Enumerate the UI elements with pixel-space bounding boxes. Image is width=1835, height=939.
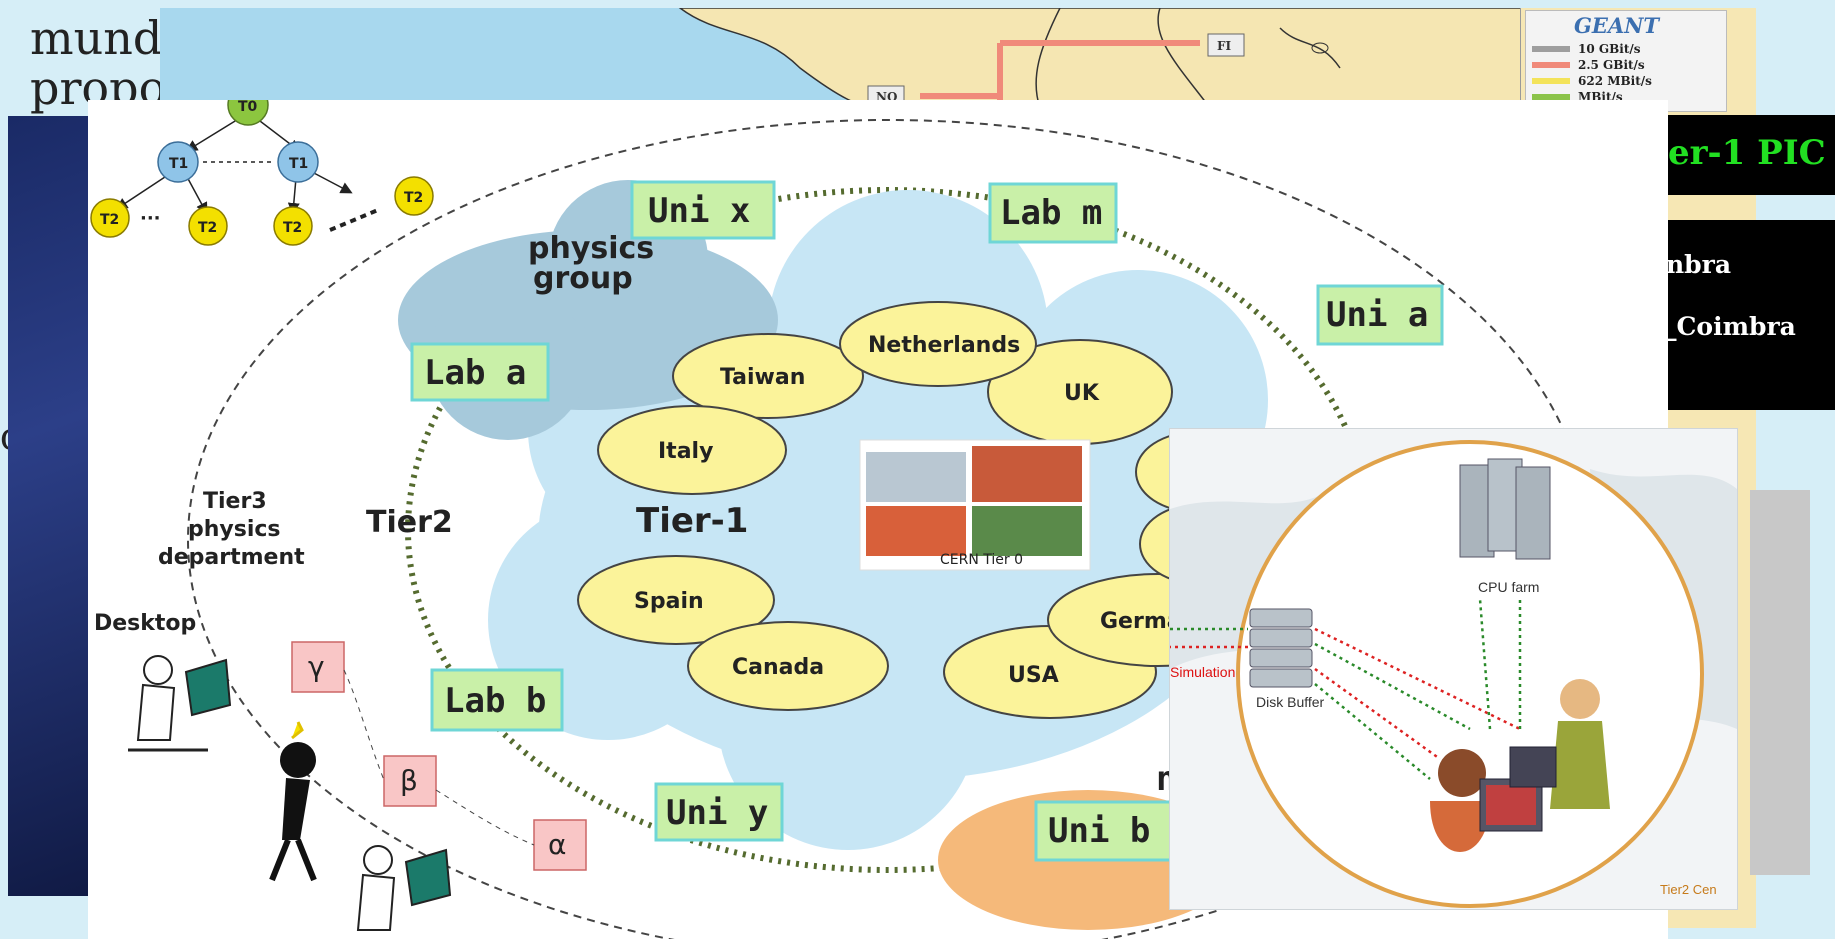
tier3-label-1: Tier3 bbox=[203, 489, 267, 514]
box-gamma bbox=[291, 641, 345, 693]
box-uni-x-label: Uni x bbox=[648, 191, 750, 231]
tier3-label-3: department bbox=[158, 545, 305, 570]
geant-legend-item: 622 MBit/s bbox=[1532, 73, 1652, 89]
node-t0 bbox=[227, 100, 269, 126]
node-t2-2-label: T2 bbox=[198, 220, 217, 236]
cern-tier0-label: CERN Tier 0 bbox=[940, 552, 1023, 568]
node-t2-3-label: T2 bbox=[283, 220, 302, 236]
europe-map-shape: FI NO bbox=[678, 8, 1720, 108]
box-lab-m bbox=[988, 182, 1118, 244]
cpu-farm-label: CPU farm bbox=[1478, 579, 1539, 595]
node-t2-3 bbox=[273, 206, 313, 246]
node-t1-left-label: T1 bbox=[169, 156, 188, 172]
tier3-label-2: physics bbox=[188, 517, 281, 542]
node-t1-right-label: T1 bbox=[289, 156, 308, 172]
node-t2-1 bbox=[90, 198, 130, 238]
country-italy bbox=[597, 405, 787, 495]
geant-legend-swatch bbox=[1532, 62, 1570, 68]
box-beta bbox=[383, 755, 437, 807]
desktop-user-figure bbox=[128, 655, 232, 752]
box-uni-b-label: Uni b bbox=[1048, 811, 1150, 851]
box-uni-x bbox=[630, 180, 776, 240]
lab-boxes: Uni x Lab m Uni a Lab a Lab b Uni y Uni … bbox=[410, 180, 1444, 862]
geant-legend-title: GEANT bbox=[1574, 13, 1660, 38]
node-t2-1-label: T2 bbox=[100, 212, 119, 228]
node-t2-4-label: T2 bbox=[404, 190, 423, 206]
disk-buffer-label: Disk Buffer bbox=[1256, 694, 1325, 710]
box-uni-y bbox=[654, 782, 784, 842]
map-label-fi: FI bbox=[1217, 39, 1232, 53]
node-t1-left bbox=[157, 141, 199, 183]
box-lab-m-label: Lab m bbox=[1000, 193, 1102, 233]
country-taiwan-label: Taiwan bbox=[720, 365, 805, 390]
node-t0-label: T0 bbox=[238, 100, 258, 115]
geant-legend-item: 2.5 GBit/s bbox=[1532, 57, 1652, 73]
country-netherlands bbox=[839, 301, 1037, 387]
tier2-label: Tier2 bbox=[366, 505, 453, 540]
tier1-pic-box: er-1 PIC bbox=[1660, 115, 1835, 195]
box-uni-a bbox=[1316, 284, 1444, 346]
desktop-label: Desktop bbox=[94, 611, 196, 636]
node-t2-2 bbox=[188, 206, 228, 246]
country-taiwan bbox=[672, 333, 864, 419]
desktop-user-figure-2 bbox=[356, 845, 452, 931]
coimbra-box: nbra _Coimbra bbox=[1660, 220, 1835, 410]
geant-legend-item: 10 GBit/s bbox=[1532, 41, 1652, 57]
physics-group-line2: group bbox=[533, 261, 633, 296]
grid-tier-diagram: physics group T0 T1 T1 T2 ··· T2 T2 T2 U… bbox=[88, 100, 1668, 939]
box-beta-label: β bbox=[400, 764, 418, 797]
tier2-center-inset: CPU farm Disk Buffer Simulation Tier2 Ce… bbox=[1169, 428, 1738, 910]
tier2-center-svg: CPU farm Disk Buffer Simulation Tier2 Ce… bbox=[1170, 440, 1737, 908]
node-t2-4 bbox=[394, 176, 434, 216]
geant-legend-label: 2.5 GBit/s bbox=[1578, 58, 1645, 72]
country-germany-label: Germa bbox=[1100, 609, 1182, 634]
tier1-pic-label: er-1 PIC bbox=[1668, 133, 1826, 173]
geant-legend-label: 622 MBit/s bbox=[1578, 74, 1652, 88]
country-spain bbox=[577, 555, 775, 645]
tier1-label: Tier-1 bbox=[636, 501, 748, 541]
tier2-center-corner-label: Tier2 Cen bbox=[1660, 882, 1717, 897]
country-netherlands-label: Netherlands bbox=[868, 333, 1020, 358]
country-italy-label: Italy bbox=[658, 439, 713, 464]
country-spain-label: Spain bbox=[634, 589, 704, 614]
grid-diagram-svg: physics group T0 T1 T1 T2 ··· T2 T2 T2 U… bbox=[90, 100, 1589, 939]
user-man-figure bbox=[1509, 679, 1610, 809]
country-canada-label: Canada bbox=[732, 655, 824, 680]
coimbra-label-2: _Coimbra bbox=[1664, 312, 1796, 341]
box-uni-b bbox=[1034, 800, 1174, 862]
cern-tier0-image: CERN Tier 0 bbox=[859, 439, 1091, 571]
box-lab-a bbox=[410, 342, 550, 402]
geant-legend-label: 10 GBit/s bbox=[1578, 42, 1641, 56]
thinking-user-figure bbox=[269, 721, 317, 882]
country-uk-label: UK bbox=[1064, 381, 1100, 406]
geant-legend-swatch bbox=[1532, 46, 1570, 52]
box-uni-a-label: Uni a bbox=[1326, 295, 1428, 335]
box-lab-a-label: Lab a bbox=[424, 353, 526, 393]
disk-buffer-icon bbox=[1249, 608, 1313, 688]
node-t2-dots: ··· bbox=[140, 208, 161, 229]
hierarchy-tree: T0 T1 T1 T2 ··· T2 T2 T2 bbox=[90, 100, 434, 246]
user-woman-figure bbox=[1430, 749, 1543, 852]
globe-background bbox=[8, 116, 103, 896]
simulation-label: Simulation bbox=[1170, 664, 1235, 680]
gray-panel bbox=[1750, 490, 1810, 875]
europe-map-strip: FI NO bbox=[160, 8, 1720, 108]
country-usa-label: USA bbox=[1008, 663, 1059, 688]
cpu-farm-icon bbox=[1459, 458, 1551, 560]
box-uni-y-label: Uni y bbox=[666, 793, 768, 833]
node-t1-right bbox=[277, 141, 319, 183]
box-gamma-label: γ bbox=[308, 650, 325, 683]
coimbra-label-1: nbra bbox=[1666, 250, 1732, 279]
geant-legend-swatch bbox=[1532, 94, 1570, 100]
country-canada bbox=[687, 621, 889, 711]
box-lab-b-label: Lab b bbox=[444, 681, 546, 721]
geant-legend-swatch bbox=[1532, 78, 1570, 84]
box-alpha-label: α bbox=[548, 828, 566, 861]
box-lab-b bbox=[430, 668, 564, 732]
